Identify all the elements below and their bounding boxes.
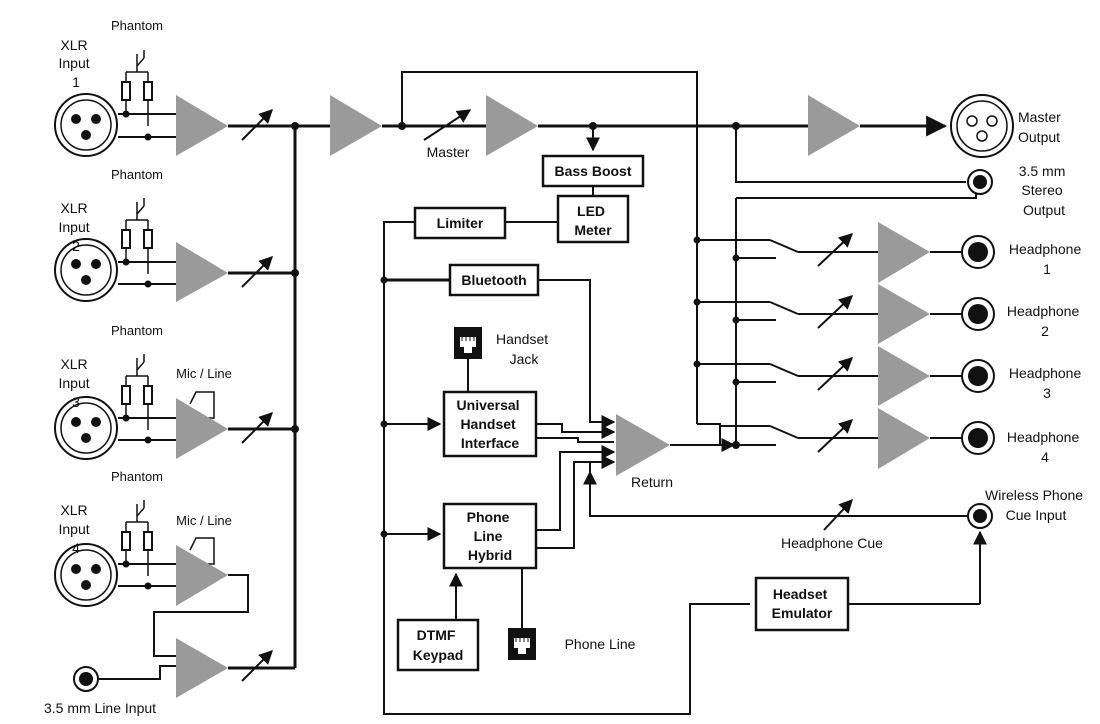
gain-2-icon[interactable] xyxy=(241,256,273,288)
preamp-1-icon xyxy=(176,95,228,156)
dtmf-keypad-block: DTMF Keypad xyxy=(396,618,480,672)
master-gain-icon[interactable] xyxy=(423,109,472,141)
headphone-3-jack-icon[interactable] xyxy=(961,359,995,393)
mic-line-label: Mic / Line xyxy=(176,513,232,528)
phone-line-jack-icon[interactable] xyxy=(507,627,537,661)
headphone-2-gain-icon[interactable] xyxy=(817,295,854,329)
headphone-1-gain-icon[interactable] xyxy=(817,233,854,267)
input-label: XLR Input 1 xyxy=(58,37,93,90)
xlr-input-1-icon[interactable] xyxy=(54,93,118,157)
mic-line-label: Mic / Line xyxy=(176,366,232,381)
master-output-label: Master Output xyxy=(1018,109,1065,145)
xlr-input-3-icon[interactable] xyxy=(54,396,118,460)
headphone-3-gain-icon[interactable] xyxy=(817,357,854,391)
master-label: Master xyxy=(427,144,470,160)
headphone-3-amp-icon xyxy=(878,346,930,406)
input-channel-1: XLR Input 1 Phantom xyxy=(54,18,330,157)
preamp-3-icon xyxy=(176,398,228,459)
phone-line-hybrid-block: Phone Line Hybrid xyxy=(442,502,538,570)
headphone-cue-label: Headphone Cue xyxy=(781,535,883,551)
wireless-cue-label: Wireless Phone Cue Input xyxy=(985,487,1087,523)
phantom-label: Phantom xyxy=(111,167,163,182)
svg-text:Phone Line Hybrid: Phone Line Hybrid xyxy=(467,509,514,563)
line-input-channel: 3.5 mm Line Input xyxy=(44,638,295,716)
preamp-4-icon xyxy=(176,545,228,606)
svg-text:Headphone 1: Headphone 1 xyxy=(1009,241,1085,277)
mic-line-switch-icon[interactable] xyxy=(189,391,215,419)
headphone-channel-2: Headphone 2 xyxy=(693,284,1083,344)
input-label: XLR Input 3 xyxy=(58,356,93,410)
stereo-output-label: 3.5 mm Stereo Output xyxy=(1019,163,1070,218)
svg-text:LED Meter: LED Meter xyxy=(574,203,612,238)
headphone-4-amp-icon xyxy=(878,408,930,469)
phantom-label: Phantom xyxy=(111,469,163,484)
headphone-channel-4: Headphone 4 xyxy=(720,408,1083,469)
limiter-block: Limiter xyxy=(413,206,507,240)
preamp-2-icon xyxy=(176,242,228,302)
phantom-label: Phantom xyxy=(111,323,163,338)
bass-boost-block: Bass Boost xyxy=(541,154,645,188)
svg-text:Headphone 4: Headphone 4 xyxy=(1007,429,1083,465)
headphone-4-jack-icon[interactable] xyxy=(961,421,995,455)
input-label: XLR Input 4 xyxy=(58,502,93,556)
handset-jack-icon[interactable] xyxy=(453,326,483,360)
mic-line-switch-icon[interactable] xyxy=(189,537,215,565)
headset-emulator-block: Headset Emulator xyxy=(754,576,850,632)
input-channel-4: XLR Input 4 Phantom Mic / Line xyxy=(54,469,249,657)
led-meter-block: LED Meter xyxy=(556,194,630,244)
svg-text:Universal Handset: Universal Handset Interface xyxy=(457,397,524,451)
master-amp-icon xyxy=(486,95,538,156)
headphone-cue-gain-icon[interactable] xyxy=(823,498,853,531)
svg-text:DTMF Keypad: DTMF Keypad xyxy=(413,627,464,663)
return-amp: Return xyxy=(616,414,736,490)
svg-text:Headset Emulator: Headset Emulator xyxy=(772,586,833,621)
svg-text:Headphone 3: Headphone 3 xyxy=(1009,365,1085,401)
phantom-label: Phantom xyxy=(111,18,163,33)
gain-line-icon[interactable] xyxy=(241,650,273,682)
master-output-xlr-icon[interactable] xyxy=(950,94,1014,158)
line-input-label: 3.5 mm Line Input xyxy=(44,700,156,716)
svg-text:Bluetooth: Bluetooth xyxy=(461,272,526,288)
headphone-channel-3: Headphone 3 xyxy=(693,346,1085,406)
svg-text:Headphone 2: Headphone 2 xyxy=(1007,303,1083,339)
gain-3-icon[interactable] xyxy=(241,412,273,444)
headphone-2-jack-icon[interactable] xyxy=(961,297,995,331)
output-amp-icon xyxy=(808,95,860,156)
bluetooth-block: Bluetooth xyxy=(448,263,540,297)
input-channel-3: XLR Input 3 Phantom Mic / Line xyxy=(54,323,299,460)
return-amp-icon xyxy=(616,414,670,476)
wireless-cue-jack-icon[interactable] xyxy=(967,503,993,529)
xlr-input-4-icon[interactable] xyxy=(54,543,118,607)
universal-handset-interface-block: Universal Handset Interface xyxy=(442,390,538,458)
master-path: Master Master Output 3.5 mm Stereo Outpu… xyxy=(330,71,1070,420)
headphone-4-gain-icon[interactable] xyxy=(817,419,854,453)
svg-text:Bass Boost: Bass Boost xyxy=(554,163,631,179)
headphone-2-amp-icon xyxy=(878,284,930,344)
headphone-1-jack-icon[interactable] xyxy=(961,235,995,269)
line-input-jack-icon[interactable] xyxy=(73,666,99,692)
input-label: XLR Input 2 xyxy=(58,200,93,254)
line-input-amp-icon xyxy=(176,638,228,698)
sum-amp-icon xyxy=(330,95,382,156)
xlr-input-2-icon[interactable] xyxy=(54,238,118,302)
stereo-output-jack-icon[interactable] xyxy=(967,169,993,195)
svg-text:Limiter: Limiter xyxy=(437,215,484,231)
input-channel-2: XLR Input 2 Phantom xyxy=(54,167,299,302)
phone-line-label: Phone Line xyxy=(565,636,636,652)
handset-jack-label: Handset Jack xyxy=(496,331,552,367)
return-label: Return xyxy=(631,474,673,490)
gain-1-icon[interactable] xyxy=(241,109,273,141)
headphone-channel-1: Headphone 1 xyxy=(693,222,1085,283)
headphone-1-amp-icon xyxy=(878,222,930,283)
